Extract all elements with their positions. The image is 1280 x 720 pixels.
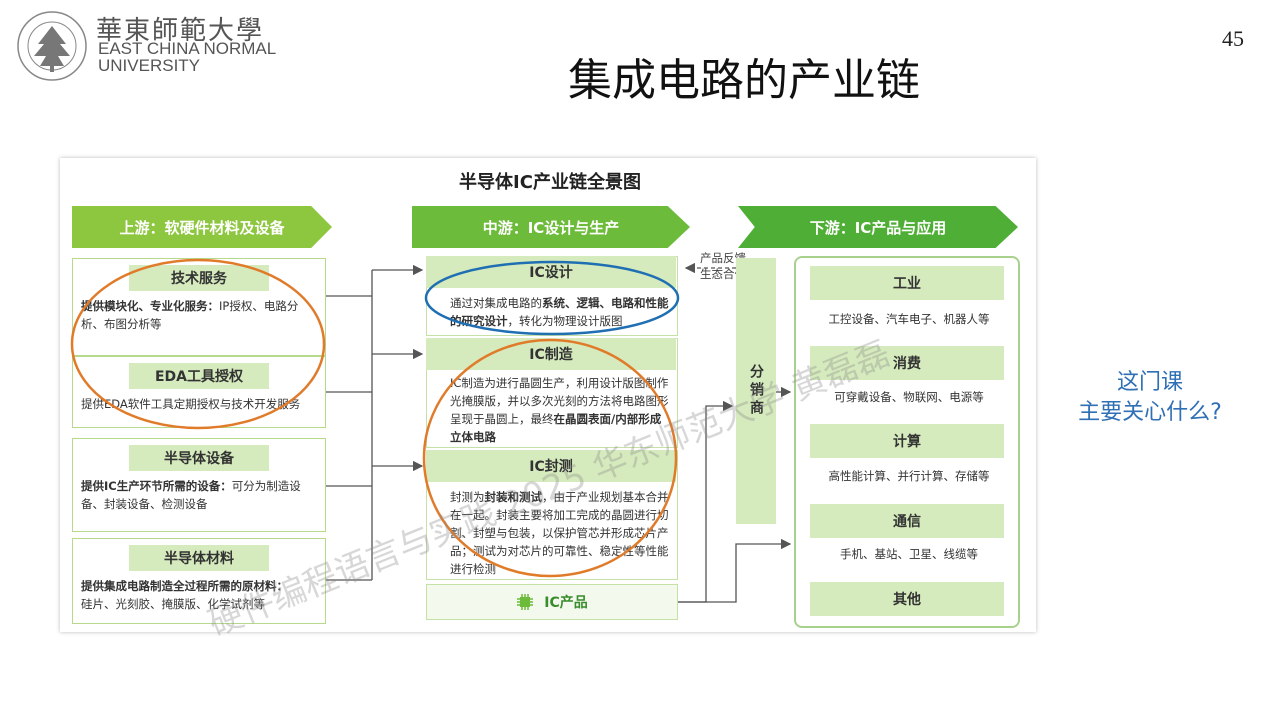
upstream-item-desc: 提供IC生产环节所需的设备：可分为制造设备、封装设备、检测设备: [73, 471, 325, 513]
desc-text: ，转化为物理设计版图: [508, 314, 623, 328]
downstream-item-desc: 手机、基站、卫星、线缆等: [806, 546, 1012, 562]
slide-title: 集成电路的产业链: [568, 44, 920, 108]
downstream-band: 下游：IC产品与应用: [738, 206, 1018, 248]
logo-english-line2: UNIVERSITY: [98, 57, 276, 74]
upstream-item-title: 技术服务: [129, 265, 269, 291]
upstream-item-title: 半导体设备: [129, 445, 269, 471]
downstream-item-desc: 工控设备、汽车电子、机器人等: [806, 311, 1012, 327]
university-logo-icon: [16, 10, 88, 82]
upstream-item-desc-bold: 提供IC生产环节所需的设备：: [81, 479, 232, 493]
downstream-item-desc: 高性能计算、并行计算、存储等: [806, 468, 1012, 484]
downstream-item-title: 其他: [810, 582, 1004, 616]
midstream-band: 中游：IC设计与生产: [412, 206, 690, 248]
upstream-item-equipment: 半导体设备 提供IC生产环节所需的设备：可分为制造设备、封装设备、检测设备: [72, 438, 326, 532]
downstream-item-title: 工业: [810, 266, 1004, 300]
downstream-item-title: 计算: [810, 424, 1004, 458]
midstream-item-title: IC设计: [426, 256, 676, 288]
ic-product-box: IC产品: [426, 584, 678, 620]
midstream-item-title: IC制造: [426, 338, 676, 370]
desc-text: 通过对集成电路的: [450, 296, 542, 310]
logo-english-name: EAST CHINA NORMAL UNIVERSITY: [98, 40, 276, 74]
diagram-title: 半导体IC产业链全景图: [390, 168, 710, 194]
midstream-item-desc: 通过对集成电路的系统、逻辑、电路和性能的研究设计，转化为物理设计版图: [450, 294, 672, 330]
upstream-item-eda: EDA工具授权 提供EDA软件工具定期授权与技术开发服务: [72, 356, 326, 428]
ic-product-label: IC产品: [544, 592, 587, 612]
upstream-item-title: EDA工具授权: [129, 363, 269, 389]
upstream-item-title: 半导体材料: [129, 545, 269, 571]
upstream-item-desc-bold: 提供模块化、专业化服务：: [81, 299, 219, 313]
chip-icon: [516, 593, 534, 611]
upstream-item-tech-service: 技术服务 提供模块化、专业化服务：IP授权、电路分析、布图分析等: [72, 258, 326, 356]
upstream-band: 上游：软硬件材料及设备: [72, 206, 332, 248]
page-number: 45: [1222, 26, 1244, 52]
side-question-line1: 这门课: [1060, 368, 1240, 398]
logo-english-line1: EAST CHINA NORMAL: [98, 40, 276, 57]
upstream-item-desc: 提供EDA软件工具定期授权与技术开发服务: [73, 389, 325, 413]
side-question: 这门课 主要关心什么?: [1060, 368, 1240, 428]
side-question-line2: 主要关心什么?: [1060, 398, 1240, 428]
upstream-item-desc: 提供模块化、专业化服务：IP授权、电路分析、布图分析等: [73, 291, 325, 333]
downstream-item-title: 通信: [810, 504, 1004, 538]
